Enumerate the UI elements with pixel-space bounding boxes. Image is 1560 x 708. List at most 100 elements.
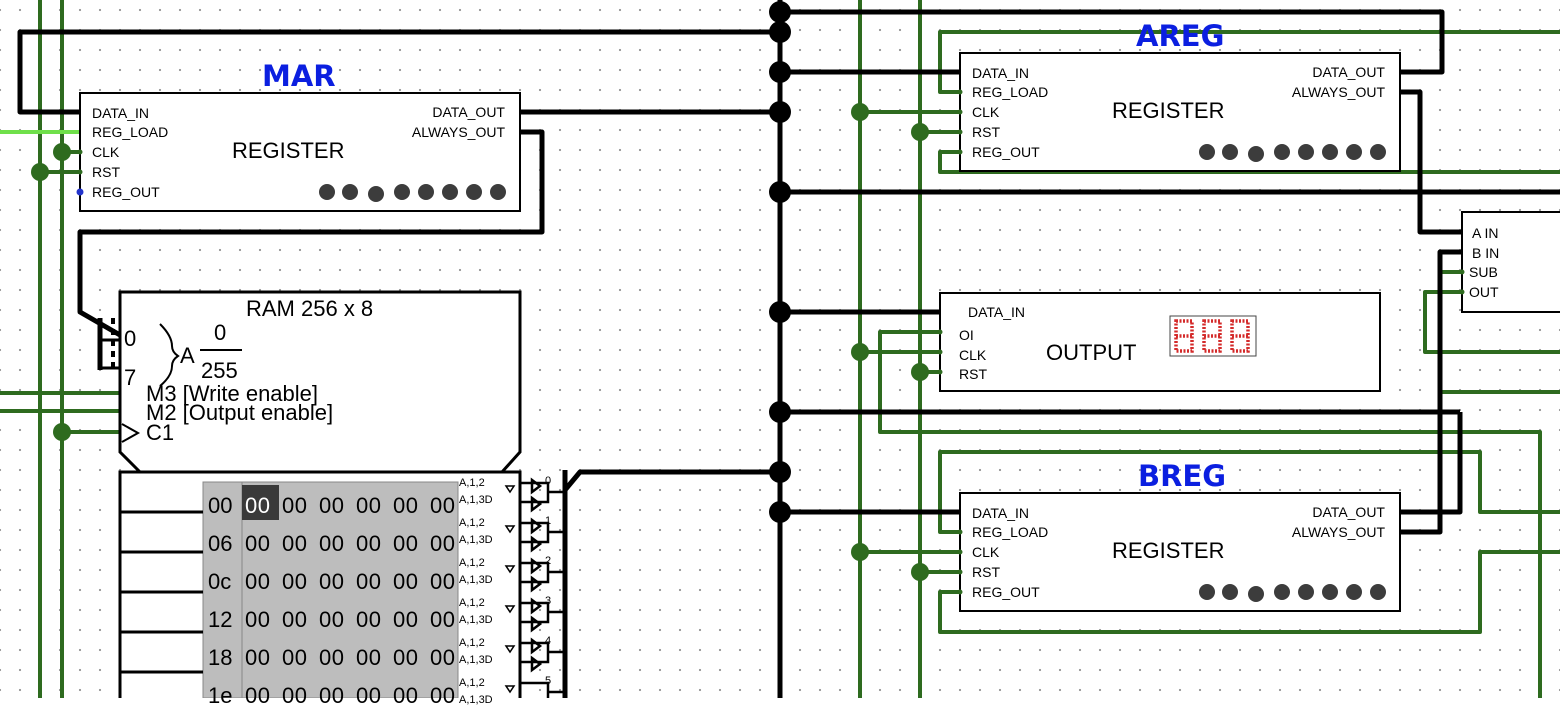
address-splitter bbox=[97, 318, 242, 387]
mar-leds bbox=[319, 184, 506, 202]
output-type: OUTPUT bbox=[1046, 340, 1137, 365]
output-pin-rst: RST bbox=[959, 366, 987, 382]
clock-triangle bbox=[121, 423, 141, 443]
ram-port-write-label: A,1,3D bbox=[459, 534, 493, 546]
breg-pin-data-in: DATA_IN bbox=[972, 505, 1030, 521]
ram-addr-bit-7: 7 bbox=[124, 365, 137, 390]
control-junctions bbox=[31, 103, 929, 581]
ram-data-bit-label: 0 bbox=[545, 475, 552, 487]
ram-cell[interactable]: 00 bbox=[245, 493, 271, 518]
ram-cell[interactable]: 00 bbox=[393, 645, 419, 670]
ram-cell[interactable]: 00 bbox=[319, 645, 345, 670]
ram-cell[interactable]: 00 bbox=[430, 683, 456, 708]
ram-cell[interactable]: 00 bbox=[356, 493, 382, 518]
ram-cell[interactable]: 00 bbox=[245, 683, 271, 708]
ram-cell[interactable]: 00 bbox=[430, 607, 456, 632]
output-box[interactable] bbox=[939, 292, 1381, 392]
ram-cell[interactable]: 00 bbox=[393, 607, 419, 632]
ram-output-buffers bbox=[504, 477, 565, 698]
ram-row-addr: 18 bbox=[208, 645, 233, 670]
ram-cell[interactable]: 00 bbox=[245, 531, 271, 556]
ram-cell[interactable]: 00 bbox=[245, 607, 271, 632]
ram-port-read-label: A,1,2 bbox=[459, 637, 485, 649]
areg-pin-data-out: DATA_OUT bbox=[1312, 64, 1385, 80]
mar-pin-data-in: DATA_IN bbox=[92, 105, 150, 121]
ram-cell[interactable]: 00 bbox=[245, 645, 271, 670]
ram-data-bit-label: 4 bbox=[545, 635, 552, 647]
ram-cell[interactable]: 00 bbox=[319, 493, 345, 518]
ram-cell[interactable]: 00 bbox=[430, 569, 456, 594]
areg-leds bbox=[1199, 144, 1386, 162]
alu-box[interactable] bbox=[1461, 211, 1560, 313]
areg-pin-rst: RST bbox=[972, 124, 1000, 140]
ram-cell[interactable]: 00 bbox=[393, 493, 419, 518]
alu-pin-sub: SUB bbox=[1469, 264, 1498, 280]
ram-cell[interactable]: 00 bbox=[282, 493, 308, 518]
ram-port-write-label: A,1,3D bbox=[459, 654, 493, 666]
ram-cell[interactable]: 00 bbox=[393, 569, 419, 594]
mar-reg-out-pin[interactable] bbox=[76, 188, 84, 196]
ram-data-bit-label: 3 bbox=[545, 595, 552, 607]
mar-pin-data-out: DATA_OUT bbox=[432, 104, 505, 120]
ram-addr-bit-0: 0 bbox=[124, 326, 137, 351]
mar-title: MAR bbox=[262, 59, 336, 93]
ram-data-bit-label: 5 bbox=[545, 675, 552, 687]
pin-dots bbox=[77, 89, 1465, 595]
areg-title: AREG bbox=[1136, 19, 1225, 53]
ram-cell[interactable]: 00 bbox=[282, 569, 308, 594]
ram-port-read-label: A,1,2 bbox=[459, 477, 485, 489]
ram-cell[interactable]: 00 bbox=[319, 531, 345, 556]
ram-clock-label: C1 bbox=[146, 420, 175, 445]
ram-cell[interactable]: 00 bbox=[356, 607, 382, 632]
ram-cell[interactable]: 00 bbox=[319, 569, 345, 594]
areg-pin-reg-load: REG_LOAD bbox=[972, 84, 1049, 100]
areg-pin-always-out: ALWAYS_OUT bbox=[1291, 84, 1385, 100]
output-pin-data-in: DATA_IN bbox=[968, 304, 1026, 320]
breg-leds bbox=[1199, 584, 1386, 602]
ram-cell[interactable]: 00 bbox=[319, 607, 345, 632]
alu-pin-a-in: A IN bbox=[1472, 225, 1499, 241]
ram-port-write-label: A,1,3D bbox=[459, 574, 493, 586]
ram-port-read-label: A,1,2 bbox=[459, 557, 485, 569]
ram-cell[interactable]: 00 bbox=[319, 683, 345, 708]
ram-cell[interactable]: 00 bbox=[282, 531, 308, 556]
ram-cell[interactable]: 00 bbox=[356, 645, 382, 670]
ram-cell[interactable]: 00 bbox=[430, 493, 456, 518]
mar-type: REGISTER bbox=[232, 138, 345, 163]
breg-pin-rst: RST bbox=[972, 564, 1000, 580]
ram-row-addr: 12 bbox=[208, 607, 233, 632]
ram-cell[interactable]: 00 bbox=[430, 531, 456, 556]
ram-row-addr: 0c bbox=[208, 569, 232, 594]
areg-pin-reg-out: REG_OUT bbox=[972, 144, 1040, 160]
ram-cell[interactable]: 00 bbox=[430, 645, 456, 670]
ram-cell[interactable]: 00 bbox=[245, 569, 271, 594]
breg-pin-clk: CLK bbox=[972, 544, 1000, 560]
ram-title: RAM 256 x 8 bbox=[246, 296, 374, 321]
seven-segment-display bbox=[1169, 315, 1257, 357]
ram-cell[interactable]: 00 bbox=[282, 645, 308, 670]
ram-range-top: 0 bbox=[214, 320, 227, 345]
ram-range-bottom: 255 bbox=[201, 358, 238, 383]
ram-cell[interactable]: 00 bbox=[356, 683, 382, 708]
bus-junctions bbox=[769, 1, 791, 523]
ram-data-bit-label: 1 bbox=[545, 515, 552, 527]
mar-pin-always-out: ALWAYS_OUT bbox=[411, 124, 505, 140]
ram-cell[interactable]: 00 bbox=[356, 569, 382, 594]
ram-port-read-label: A,1,2 bbox=[459, 597, 485, 609]
data-bus bbox=[17, 0, 1560, 698]
ram-cell[interactable]: 00 bbox=[282, 607, 308, 632]
ram-cell[interactable]: 00 bbox=[393, 683, 419, 708]
areg-type: REGISTER bbox=[1112, 98, 1225, 123]
breg-pin-data-out: DATA_OUT bbox=[1312, 504, 1385, 520]
ram-cell[interactable]: 00 bbox=[282, 683, 308, 708]
ram-selected-cell[interactable] bbox=[242, 485, 279, 520]
alu-pin-out: OUT bbox=[1469, 284, 1499, 300]
breg-title: BREG bbox=[1138, 459, 1227, 493]
ram-cell[interactable]: 00 bbox=[356, 531, 382, 556]
areg-pin-clk: CLK bbox=[972, 104, 1000, 120]
breg-pin-always-out: ALWAYS_OUT bbox=[1291, 524, 1385, 540]
output-pin-oi: OI bbox=[959, 327, 974, 343]
ram-cell[interactable]: 00 bbox=[393, 531, 419, 556]
breg-pin-reg-load: REG_LOAD bbox=[972, 524, 1049, 540]
